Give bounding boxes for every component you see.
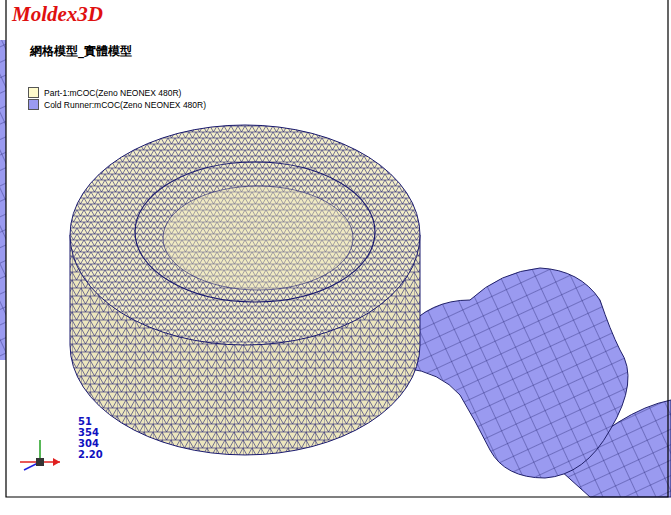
legend-swatch [28,87,39,98]
frame [6,0,668,497]
legend-row: Part-1:mCOC(Zeno NEONEX 480R) [28,87,181,98]
part-top [70,125,420,345]
legend-text: Cold Runner:mCOC(Zeno NEONEX 480R) [44,100,206,110]
runner-edge [0,40,6,360]
view-subtitle: 網格模型_實體模型 [30,43,132,60]
dome [163,186,353,290]
cold-runner [405,268,628,478]
axis-triad [20,440,60,470]
view-value: 354 [78,428,99,438]
view-value: 2.20 [78,450,103,460]
view-value: 304 [78,439,99,449]
app-title: Moldex3D [12,2,103,27]
legend-swatch [28,99,39,110]
legend-text: Part-1:mCOC(Zeno NEONEX 480R) [44,88,181,98]
view-value: 51 [78,417,92,427]
dome-rim [135,162,375,302]
legend-row: Cold Runner:mCOC(Zeno NEONEX 480R) [28,99,206,110]
